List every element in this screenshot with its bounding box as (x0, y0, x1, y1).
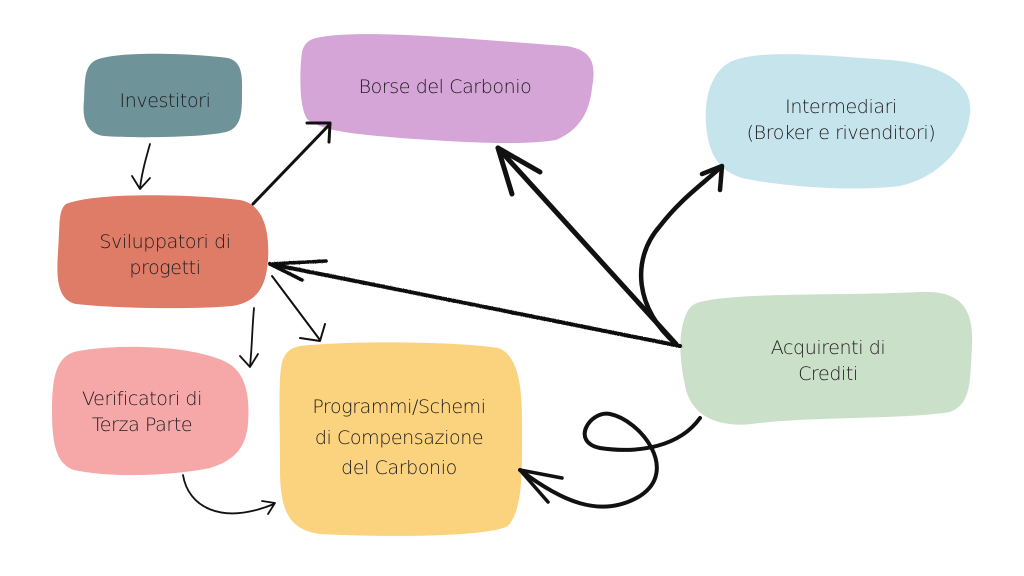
edge-acquirenti-to-sviluppatori (268, 259, 682, 348)
node-verificatori-shape (52, 346, 249, 476)
node-borse-label: Borse del Carbonio (358, 75, 532, 98)
edge-sviluppatori-to-programmi (271, 275, 326, 342)
node-programmi-shape (279, 342, 523, 536)
edge-acquirenti-to-borse (495, 145, 679, 347)
node-programmi-label: Programmi/Schemi di Compensazione del Ca… (312, 395, 486, 480)
node-acquirenti-label: Acquirenti di Crediti (770, 336, 886, 385)
node-intermediari-shape (705, 54, 971, 189)
edge-investitori-to-sviluppatori (131, 143, 151, 190)
node-sviluppatori-shape (57, 195, 269, 309)
edge-acquirenti-to-programmi (518, 411, 702, 509)
node-intermediari-label: Intermediari (Broker e rivenditori) (746, 95, 936, 144)
node-investitori-label: Investitori (119, 89, 211, 112)
node-investitori-shape (83, 53, 243, 138)
node-sviluppatori-label: Sviluppatori di progetti (99, 230, 231, 279)
edge-sviluppatori-to-borse (251, 121, 332, 206)
edge-acquirenti-to-intermediari (638, 163, 725, 347)
node-verificatori-label: Verificatori di Terza Parte (82, 387, 202, 436)
node-borse-shape (300, 34, 594, 144)
edge-verificatori-to-programmi (182, 474, 276, 515)
edge-sviluppatori-to-verificatori (239, 307, 259, 368)
node-acquirenti-shape (680, 291, 973, 425)
